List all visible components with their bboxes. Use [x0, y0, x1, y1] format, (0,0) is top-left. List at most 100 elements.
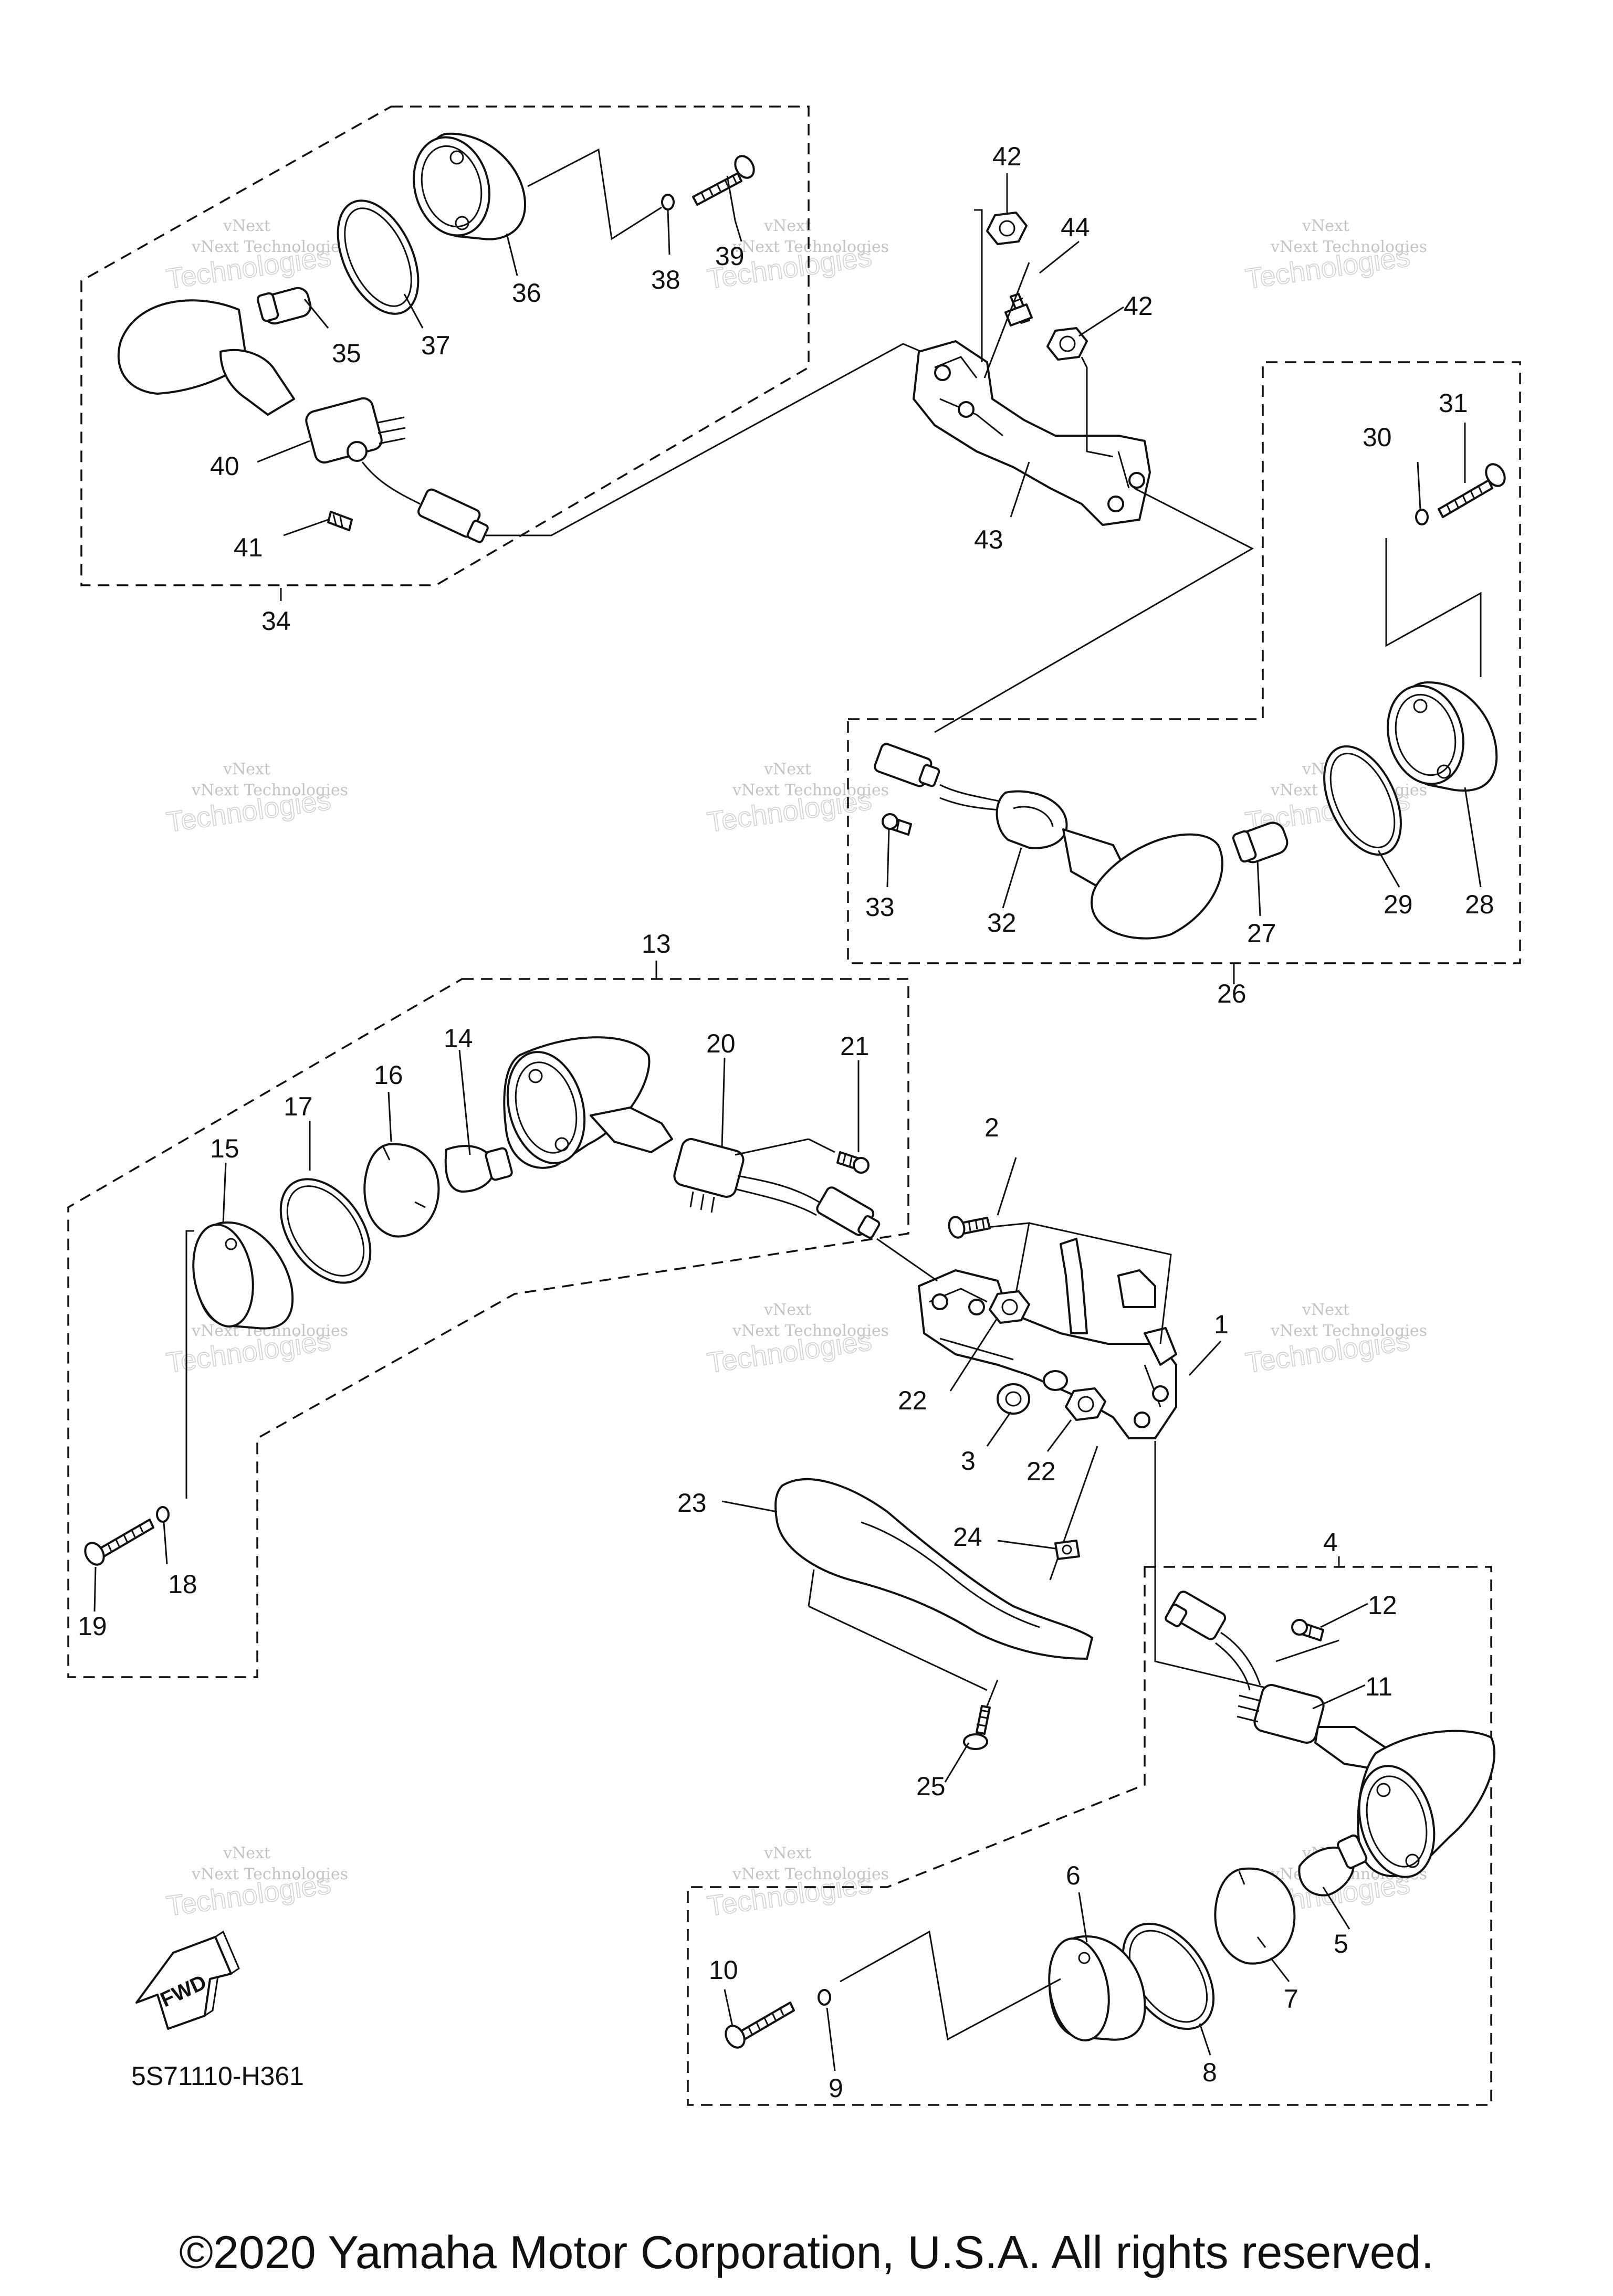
screw-10	[725, 2002, 795, 2049]
callout-4: 4	[1323, 1528, 1338, 1557]
watermark-line2: vNext Technologies	[1270, 238, 1427, 256]
watermark-line1: vNext	[1302, 217, 1349, 235]
callout-17: 17	[284, 1092, 313, 1121]
callout-3: 3	[961, 1446, 976, 1476]
screw-33	[882, 813, 912, 836]
watermark-line2: vNext Technologies	[732, 781, 889, 799]
callout-18: 18	[168, 1570, 197, 1599]
bulb-14	[444, 1145, 513, 1193]
callout-6: 6	[1066, 1861, 1081, 1890]
bolt-44	[1004, 293, 1033, 327]
callout-33: 33	[865, 892, 895, 922]
bulb-27	[1232, 821, 1289, 863]
callout-12: 12	[1368, 1591, 1397, 1620]
wire-connector	[417, 488, 489, 543]
wire-route-to-assembly-13	[876, 1238, 938, 1282]
callout-21: 21	[840, 1031, 870, 1061]
lens-16	[363, 1143, 440, 1238]
nut-42a	[986, 212, 1028, 245]
assembly-13-boundary	[67, 978, 909, 1678]
rim-6	[1048, 1935, 1146, 2041]
callout-40: 40	[210, 451, 239, 481]
signal-wire	[361, 461, 421, 505]
watermark: vNext vNext Technologies Technologies	[705, 1301, 889, 1379]
assembly-boundaries	[67, 106, 1521, 2106]
callout-22b: 22	[1027, 1457, 1056, 1486]
wire-route-to-assembly-26	[934, 487, 1254, 733]
watermark: vNext vNext Technologies Technologies	[164, 1844, 348, 1923]
fwd-arrow-icon: FWD	[135, 1930, 240, 2030]
callout-25: 25	[916, 1772, 946, 1801]
watermark-line1: vNext	[223, 217, 270, 235]
callout-2: 2	[984, 1113, 999, 1142]
callout-42b: 42	[1124, 291, 1153, 321]
callout-5: 5	[1334, 1929, 1348, 1958]
watermark: vNext vNext Technologies Technologies	[164, 760, 348, 839]
screw-31	[1438, 463, 1506, 518]
screw-21	[836, 1151, 870, 1174]
callout-44: 44	[1061, 213, 1090, 242]
gasket-ring-37	[337, 199, 420, 315]
callout-43: 43	[974, 525, 1003, 554]
wire-route-to-bracket	[486, 343, 940, 536]
screw-19	[84, 1519, 154, 1566]
callout-41: 41	[234, 533, 263, 562]
callout-36: 36	[512, 278, 541, 308]
signal-body-11	[1237, 1684, 1325, 1744]
callout-11: 11	[1365, 1672, 1392, 1701]
callout-leaders	[93, 173, 1482, 2071]
watermark-line1: vNext	[763, 760, 811, 778]
watermark-line2: vNext Technologies	[732, 1322, 889, 1340]
callout-16: 16	[374, 1060, 403, 1090]
nut-42b	[1046, 327, 1088, 361]
watermark-line1: vNext	[763, 1301, 811, 1319]
signal-housing-neck	[590, 1107, 673, 1153]
watermark: vNext vNext Technologies Technologies	[705, 217, 889, 296]
wire-route-to-assembly-4	[1154, 1441, 1266, 1689]
assembly-34-boundary	[80, 106, 810, 586]
watermark-line1: vNext	[763, 217, 811, 235]
clip-nut-24	[1054, 1540, 1080, 1560]
watermark-line2: vNext Technologies	[732, 238, 889, 256]
lens-7	[1214, 1867, 1296, 1965]
callout-19: 19	[78, 1612, 107, 1641]
assembly-26	[874, 463, 1506, 940]
callout-39: 39	[715, 241, 745, 271]
callout-38: 38	[651, 265, 680, 294]
callout-31: 31	[1439, 388, 1468, 418]
callout-13: 13	[642, 929, 671, 959]
callout-10: 10	[709, 1955, 738, 1985]
signal-body-32	[996, 790, 1068, 849]
washer-9	[818, 1989, 831, 2006]
assembly-34	[117, 132, 940, 543]
rim-15	[192, 1221, 294, 1330]
washer-30	[1415, 509, 1429, 525]
bulb-35	[256, 287, 312, 325]
watermark-line2: vNext Technologies	[732, 1865, 889, 1883]
washer-38	[661, 194, 675, 210]
gasket-ring-29	[1323, 745, 1402, 856]
callout-27: 27	[1247, 919, 1276, 948]
assembly-4-boundary	[687, 1566, 1492, 2106]
signal-body-20	[673, 1138, 745, 1213]
screw-25	[963, 1705, 991, 1750]
callout-37: 37	[421, 331, 451, 360]
callout-15: 15	[210, 1134, 239, 1163]
callout-30: 30	[1363, 423, 1392, 452]
callout-8: 8	[1202, 2058, 1217, 2087]
callout-34: 34	[261, 606, 291, 636]
wire-connector	[874, 743, 940, 787]
signal-lens-cone	[1091, 833, 1223, 940]
assembly-34-connector-line	[527, 148, 662, 240]
callout-23: 23	[677, 1488, 707, 1518]
washer-18	[156, 1506, 170, 1523]
watermark-line2: vNext Technologies	[191, 238, 348, 256]
drawing-code: 5S71110-H361	[131, 2061, 304, 2091]
rim-28	[1387, 681, 1498, 792]
callout-29: 29	[1384, 890, 1413, 919]
assembly-4	[725, 1441, 1496, 2049]
grommet-3	[997, 1383, 1030, 1415]
callout-7: 7	[1284, 1984, 1298, 2014]
callout-9: 9	[829, 2073, 843, 2103]
callout-1: 1	[1214, 1310, 1229, 1339]
